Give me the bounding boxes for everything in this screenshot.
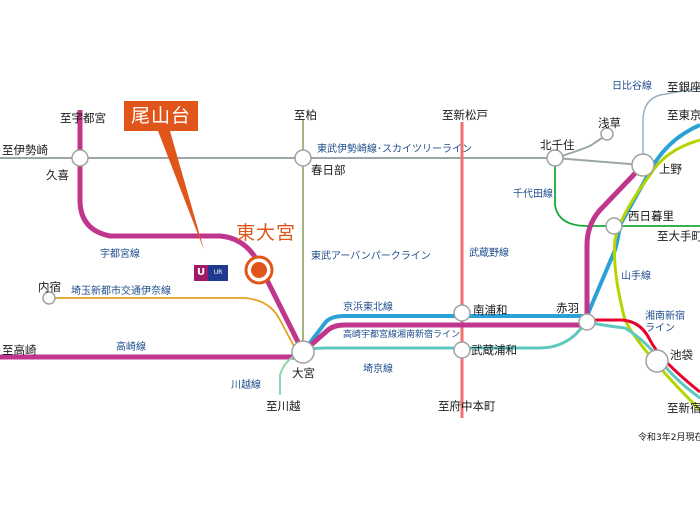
line-label-takasaki-utsunomiya-shonan: 高崎宇都宮線湘南新宿ライン: [343, 330, 461, 340]
station-omiya-marker[interactable]: [291, 340, 315, 364]
line-label-new-shuttle: 埼玉新都市交通伊奈線: [71, 286, 171, 297]
station-akabane-marker[interactable]: [578, 313, 596, 331]
station-ikebukuro: 池袋: [670, 348, 693, 362]
line-label-musashino: 武蔵野線: [469, 248, 509, 259]
line-hibiya: [642, 87, 700, 165]
line-label-saikyo: 埼京線: [363, 364, 393, 375]
line-label-takasaki: 高崎線: [116, 342, 146, 353]
station-ikebukuro-marker[interactable]: [645, 349, 669, 373]
direction-kawagoe: 至川越: [266, 399, 301, 413]
date-note: 令和3年2月現在: [638, 433, 700, 443]
line-label-utsunomiya: 宇都宮線: [100, 249, 140, 260]
direction-otemachi: 至大手町: [657, 229, 700, 243]
station-kitasenju-marker[interactable]: [546, 149, 564, 167]
ur-logo-text: UR: [208, 265, 228, 281]
station-naka-marker[interactable]: [42, 291, 56, 305]
direction-fuchuhonmachi: 至府中本町: [438, 399, 496, 413]
station-kuki: 久喜: [46, 168, 69, 182]
line-label-chiyoda: 千代田線: [513, 189, 553, 200]
line-label-kawagoe: 川越線: [231, 380, 261, 391]
line-shonan-shinjuku: [587, 318, 700, 394]
line-utsunomiya: [77, 110, 306, 354]
direction-shinjuku: 至新宿: [667, 401, 700, 415]
station-omiya: 大宮: [292, 366, 315, 380]
station-naka: 内宿: [38, 280, 61, 294]
line-chiyoda: [554, 158, 700, 227]
ur-logo-mark: U: [194, 265, 208, 281]
property-callout: 尾山台: [124, 101, 198, 131]
station-nishinippori-marker[interactable]: [605, 217, 623, 235]
station-asakusa-marker[interactable]: [600, 127, 614, 141]
direction-isesaki: 至伊勢崎: [2, 143, 48, 157]
station-minamiurawa: 南浦和: [473, 303, 508, 317]
line-label-hibiya: 日比谷線: [612, 81, 652, 92]
station-musashiurawa-marker[interactable]: [453, 341, 471, 359]
station-ueno-marker[interactable]: [631, 153, 655, 177]
direction-takasaki: 至高崎: [2, 343, 37, 357]
callout-pointer: [158, 131, 204, 250]
line-new-shuttle: [52, 297, 298, 353]
direction-tokyo: 至東京: [667, 108, 700, 122]
line-label-yamanote: 山手線: [621, 271, 651, 282]
direction-shinmatsudo: 至新松戸: [442, 108, 488, 122]
ur-logo: U UR: [194, 265, 228, 281]
station-akabane: 赤羽: [556, 301, 579, 315]
target-station-dot: [251, 262, 267, 278]
line-label-keihin-tohoku: 京浜東北線: [343, 302, 393, 313]
line-yamanote: [612, 138, 700, 412]
target-station-name: 東大宮: [236, 222, 297, 244]
station-kasukabe: 春日部: [311, 163, 346, 177]
direction-ginza: 至銀座: [667, 80, 700, 94]
station-kitasenju: 北千住: [540, 138, 575, 152]
station-nishinippori: 西日暮里: [628, 209, 674, 223]
line-label-tobu-isesaki: 東武伊勢崎線･スカイツリーライン: [317, 144, 472, 155]
line-label-shonan-shinjuku: 湘南新宿 ライン: [645, 311, 685, 334]
station-ueno: 上野: [659, 162, 682, 176]
station-kuki-marker[interactable]: [71, 149, 89, 167]
direction-utsunomiya: 至宇都宮: [60, 111, 106, 125]
station-asakusa: 浅草: [598, 116, 621, 130]
station-musashiurawa: 武蔵浦和: [471, 343, 517, 357]
station-kasukabe-marker[interactable]: [294, 149, 312, 167]
line-keihin-tohoku: [301, 123, 700, 354]
direction-kashiwa: 至柏: [294, 108, 317, 122]
line-label-tobu-urban-park: 東武アーバンパークライン: [311, 251, 431, 262]
station-minamiurawa-marker[interactable]: [453, 304, 471, 322]
